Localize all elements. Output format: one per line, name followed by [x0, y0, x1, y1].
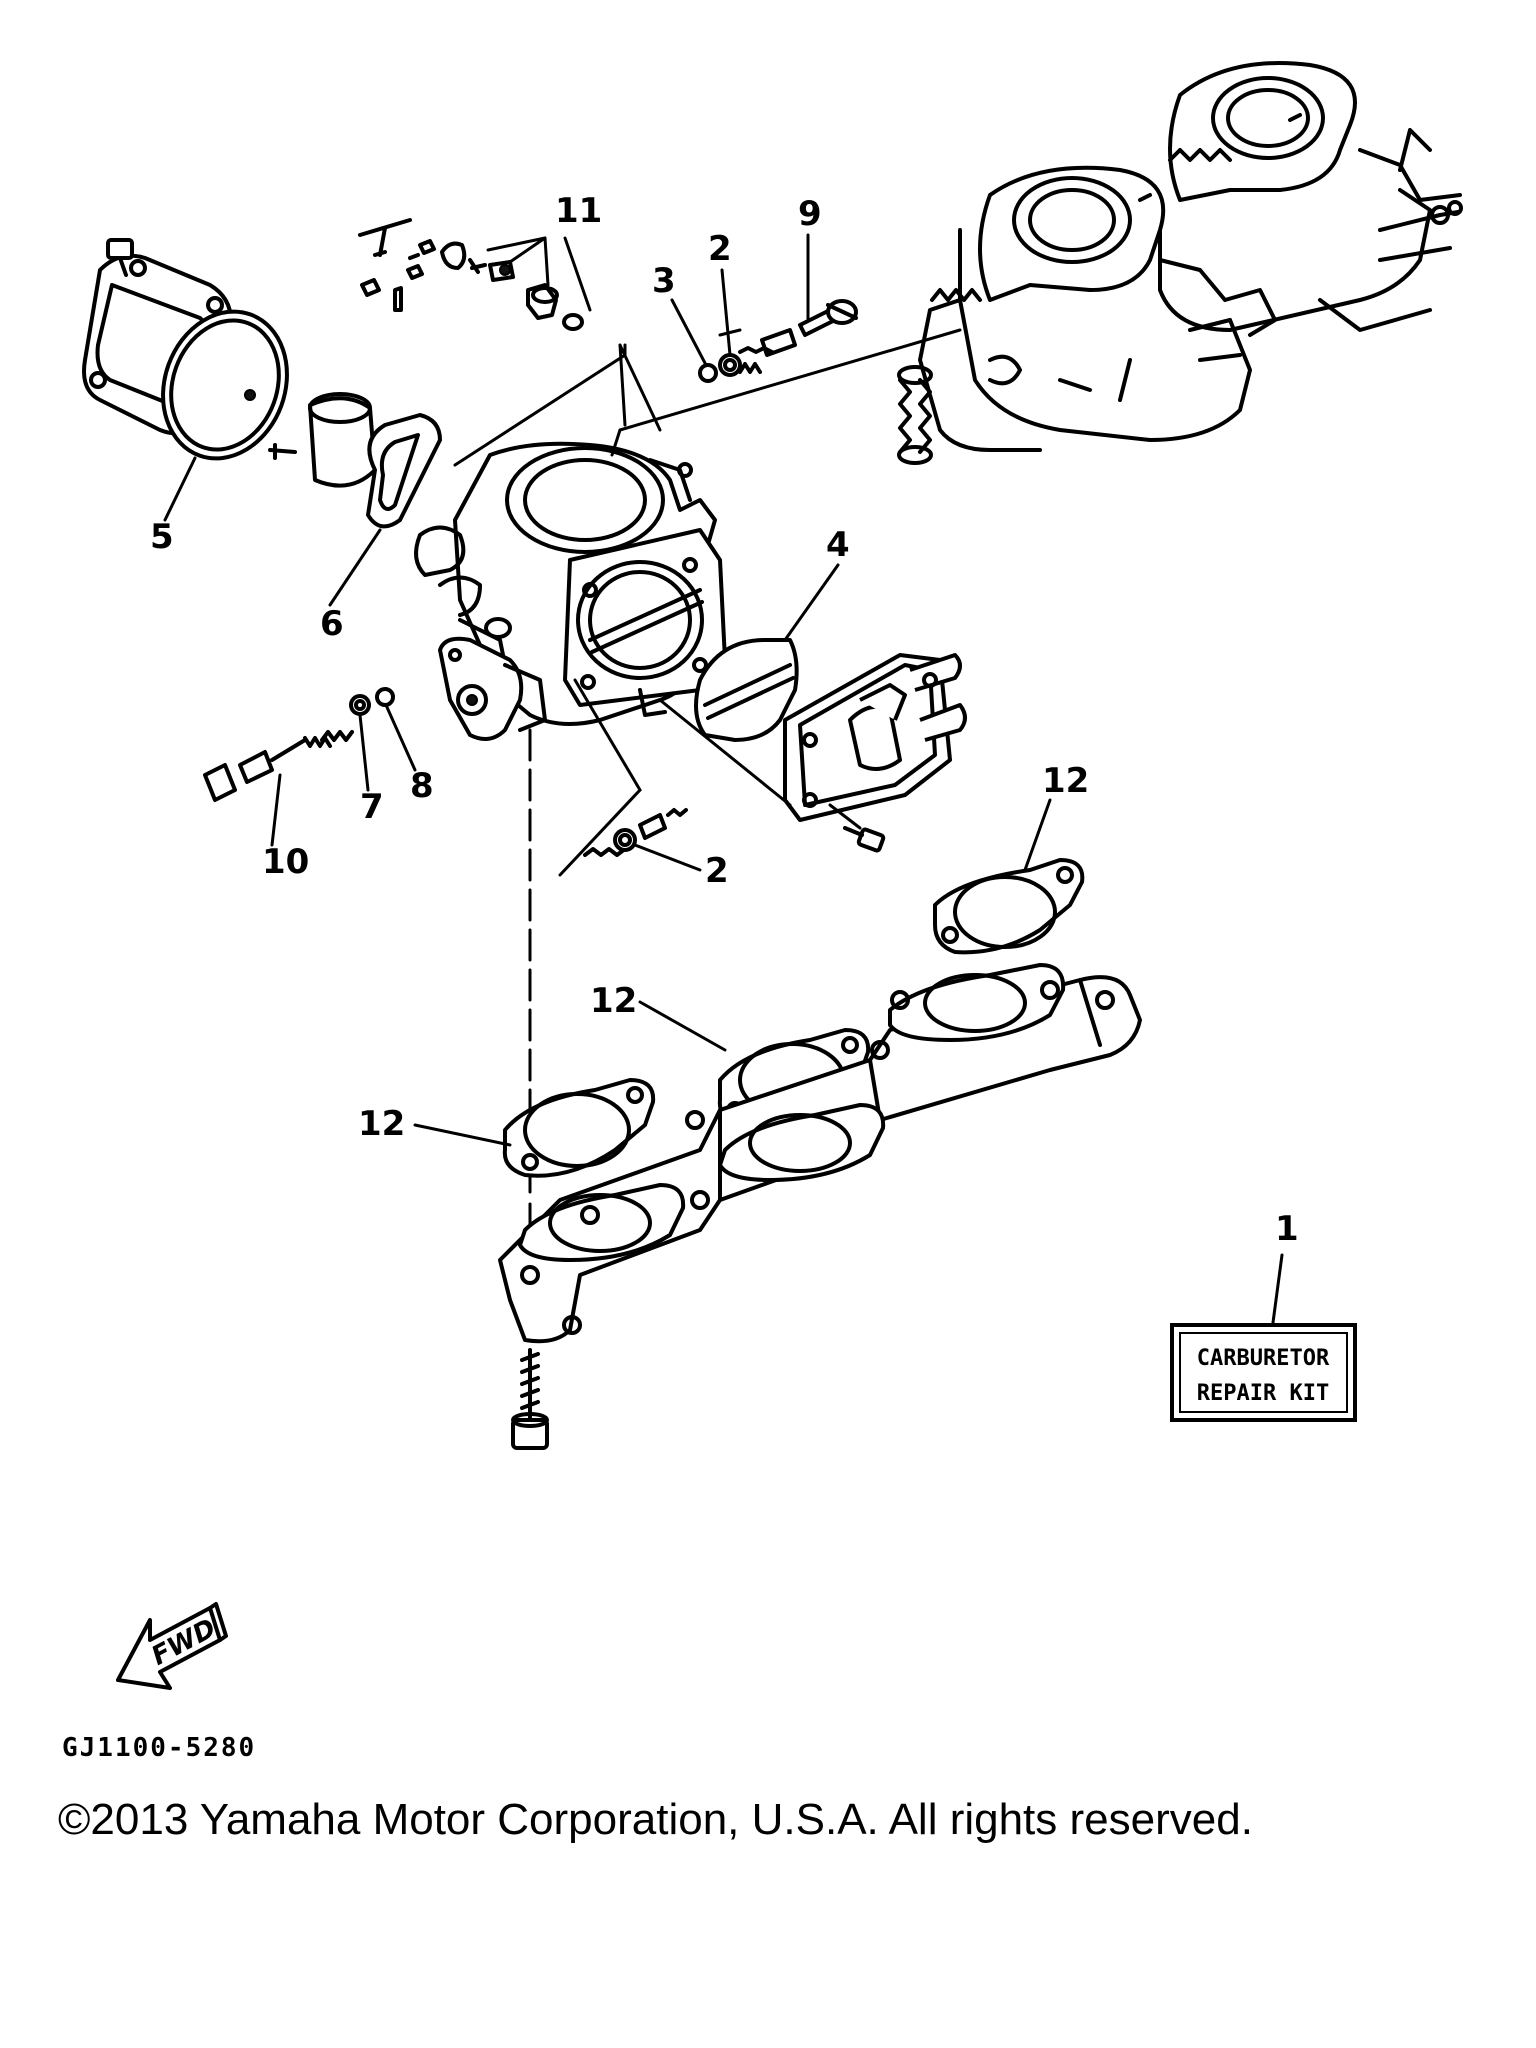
- callout-2-top: 2: [708, 229, 732, 269]
- part-10-adjust-screw: [203, 736, 332, 802]
- kit-line-1: CARBURETOR: [1197, 1346, 1330, 1371]
- gasket-12-left: [502, 1078, 656, 1178]
- pilot-cover: [438, 617, 547, 741]
- callout-4: 4: [826, 525, 850, 565]
- carburetor-assembly-front: [897, 113, 1302, 465]
- spring-cap: [268, 392, 377, 488]
- part-3-oring: [698, 363, 718, 383]
- callout-8: 8: [410, 766, 434, 806]
- gasket-6: [366, 413, 442, 529]
- part-2-oring-top: [718, 353, 742, 377]
- callout-5: 5: [150, 517, 174, 557]
- callout-7: 7: [360, 787, 384, 827]
- callout-3: 3: [652, 261, 676, 301]
- gasket-12-right: [933, 858, 1085, 955]
- repair-kit-box: CARBURETOR REPAIR KIT: [1170, 1323, 1357, 1422]
- copyright-notice: ©2013 Yamaha Motor Corporation, U.S.A. A…: [58, 1795, 1253, 1844]
- callout-6: 6: [320, 604, 344, 644]
- fwd-arrow: FWD: [116, 1602, 228, 1690]
- throttle-cover: [783, 653, 967, 822]
- part-8-oring: [375, 687, 395, 707]
- kit-line-2: REPAIR KIT: [1197, 1381, 1329, 1406]
- bolt-top-left: [106, 238, 134, 277]
- carburetor-assembly-rear: [1158, 61, 1463, 332]
- part-2-spring-top: [738, 362, 762, 374]
- part-11-components: [358, 218, 584, 331]
- callout-1: 1: [1275, 1209, 1299, 1249]
- diagram-code: GJ1100-5280: [62, 1733, 256, 1763]
- callout-leaders: [163, 233, 1284, 1332]
- part-9-adjust-screw: [738, 299, 858, 357]
- callout-2-lower: 2: [705, 851, 729, 891]
- callout-9: 9: [798, 194, 822, 234]
- callout-12-left: 12: [358, 1104, 405, 1144]
- intake-manifold: [498, 963, 1142, 1344]
- part-2-lower-assembly: [583, 808, 688, 857]
- callout-12-right: 12: [1042, 761, 1089, 801]
- assembly-lines: [453, 328, 962, 1322]
- callout-labels: 1 2 2 3 4 5 6 7 8 9 10 11 12 12 12: [150, 191, 1299, 1249]
- callout-11: 11: [555, 191, 602, 231]
- manifold-bolt: [511, 1348, 549, 1450]
- gasket-4: [694, 638, 799, 742]
- callout-11-leaders: [486, 236, 592, 312]
- carburetor-body: [414, 441, 727, 726]
- callout-12-middle: 12: [590, 981, 637, 1021]
- callout-10: 10: [262, 842, 309, 882]
- diaphragm: [161, 309, 289, 461]
- screw-right: [843, 826, 886, 853]
